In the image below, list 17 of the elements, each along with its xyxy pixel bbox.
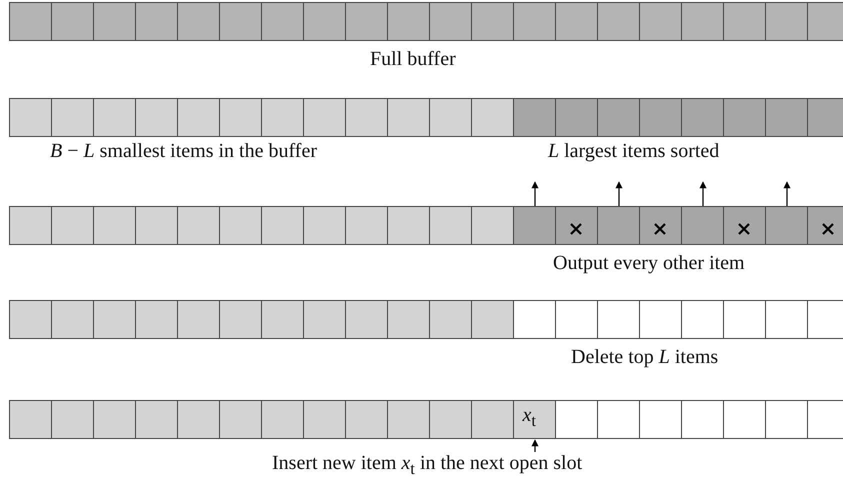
arrow	[532, 439, 538, 452]
caption-text: L largest items sorted	[548, 140, 720, 163]
item-label: x$_{t}$	[522, 404, 536, 431]
caption-text: Output every other item	[553, 252, 745, 275]
caption-text: Insert new item x$_{t}$ in the next open slot	[272, 452, 582, 474]
caption-text: B − L smallest items in the buffer	[50, 140, 317, 163]
buffer-cell	[680, 206, 724, 245]
caption-text: Full buffer	[370, 48, 456, 71]
arrow	[784, 181, 790, 206]
buffer-cell	[596, 206, 640, 245]
arrow	[616, 181, 622, 206]
arrow	[700, 181, 706, 206]
arrow	[532, 181, 538, 206]
buffer-cell	[512, 206, 556, 245]
buffer-cell	[512, 400, 556, 439]
buffer-cell	[764, 206, 808, 245]
caption-text: Delete top L items	[571, 346, 718, 369]
